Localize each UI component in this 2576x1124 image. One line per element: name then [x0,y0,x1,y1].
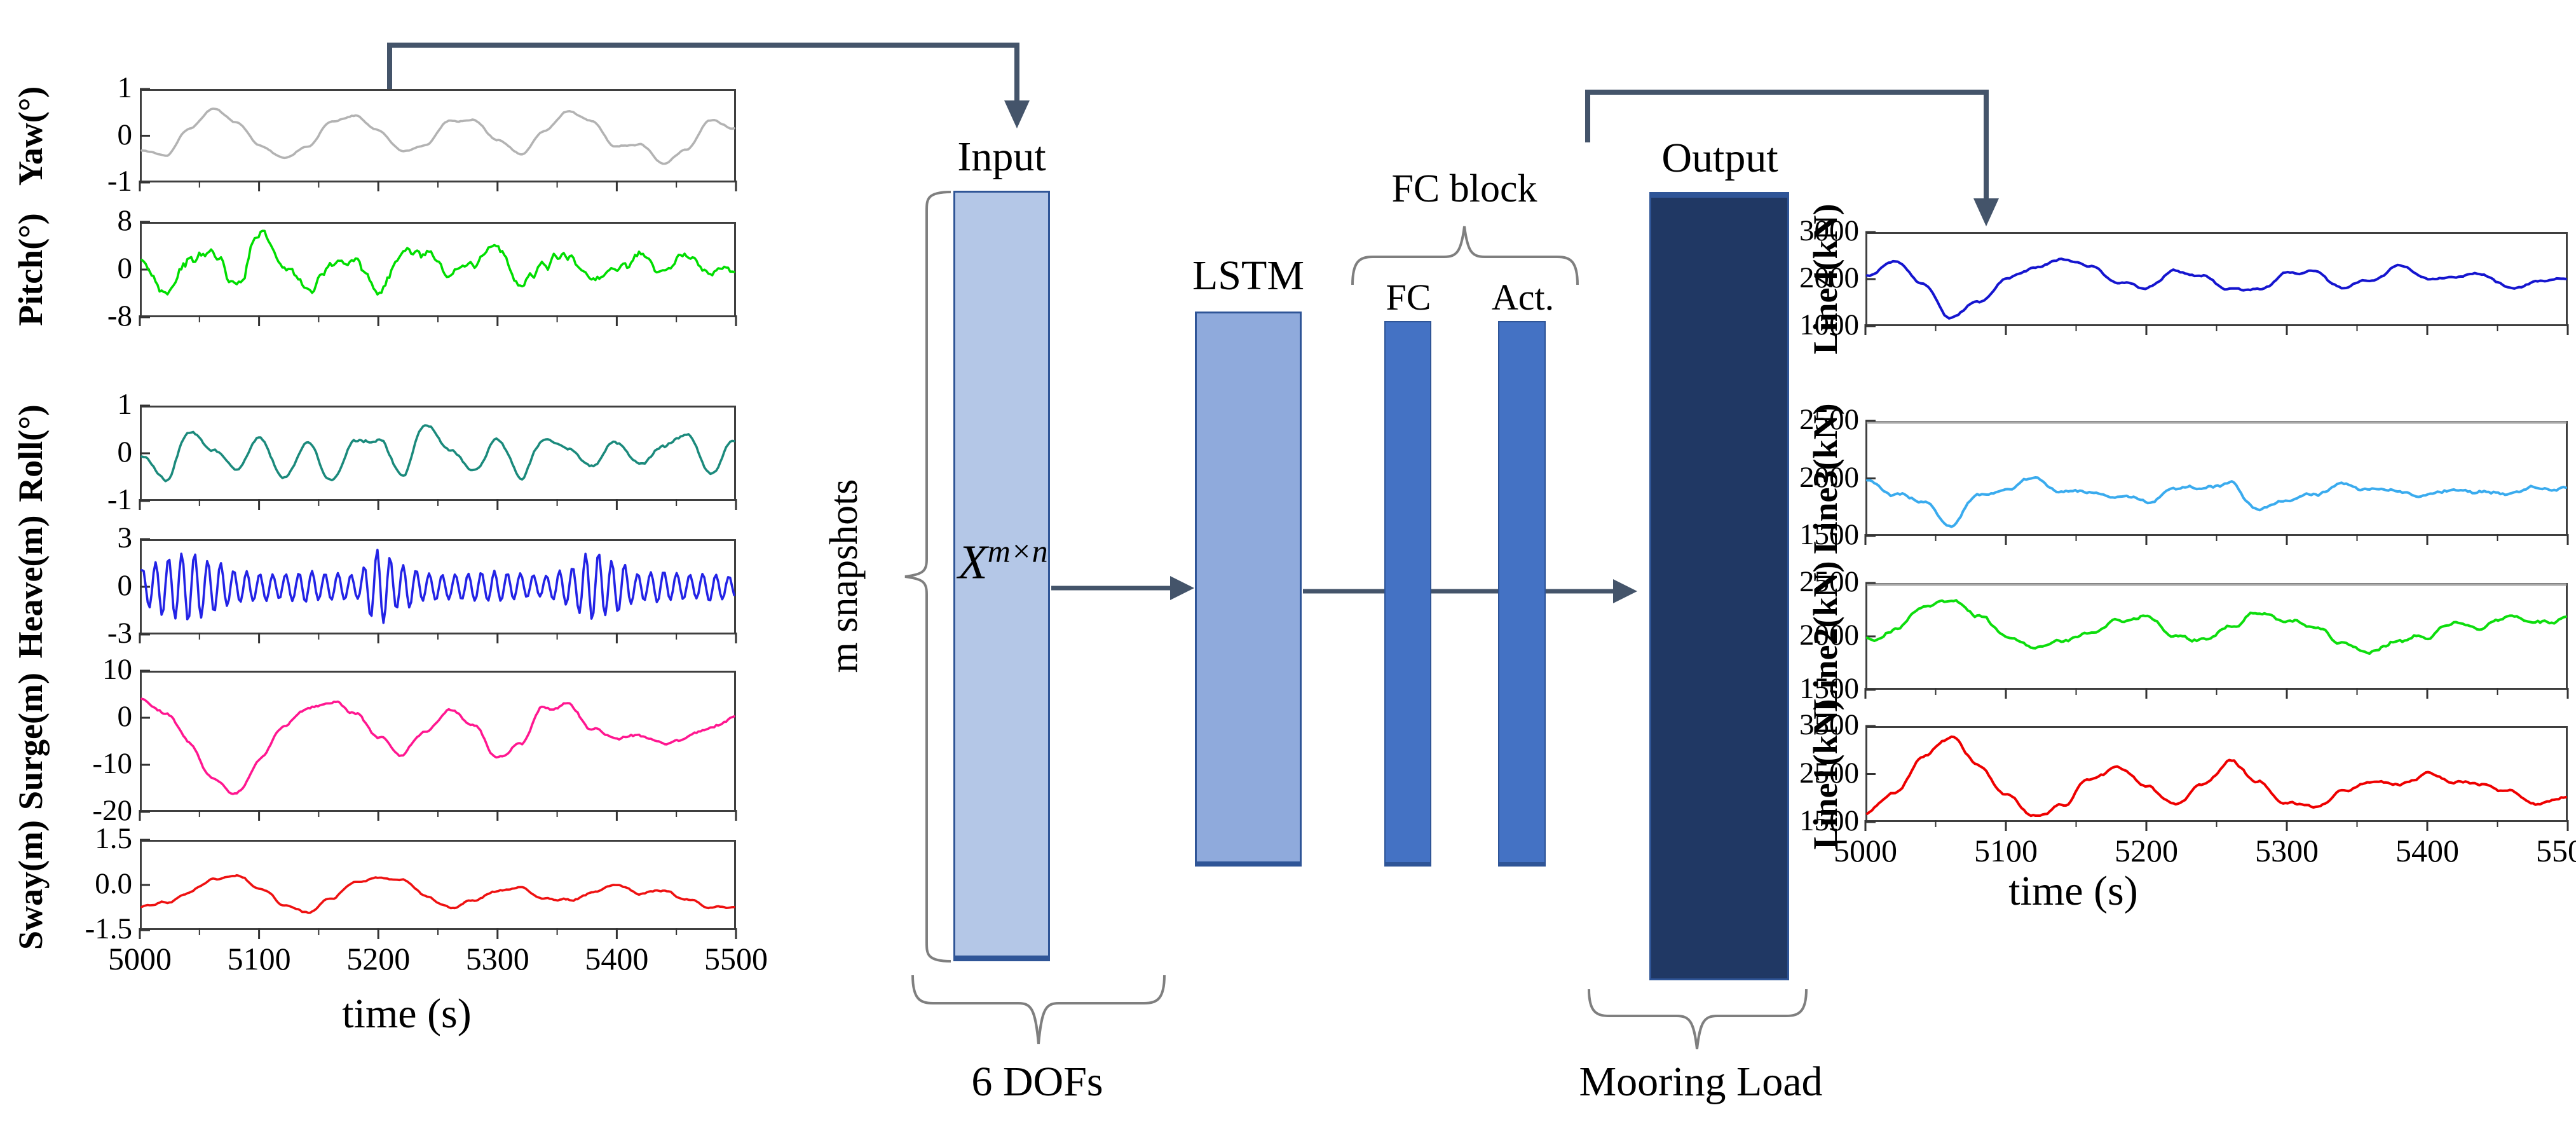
waveform-line1 [1866,735,2567,818]
ytick-label: 3500 [1799,708,1859,741]
arrow-lstm-to-output [1303,579,1637,603]
arrow-output-to-right-plots [1585,90,1999,226]
brace-mooring-load [1588,989,1808,1050]
ytick-label: 0 [117,569,133,602]
waveform-roll [140,424,735,483]
output-block [1649,192,1789,980]
xtick-label: 5000 [1834,833,1897,868]
ytick-label: 0 [117,700,133,733]
ytick-label: 1500 [1799,672,1859,705]
six-dofs-label: 6 DOFs [971,1059,1103,1105]
xtick-label: 5300 [465,941,529,977]
brace-fc-block [1351,226,1579,285]
ytick-label: -1 [107,483,132,516]
plot-border [140,840,736,930]
ytick-label: 1 [117,388,133,421]
ytick-label: 0 [117,252,133,285]
xtick-label: 5400 [2395,833,2459,868]
ytick-label: 2500 [1799,565,1859,598]
ytick-label: 10 [102,653,132,686]
waveform-pitch [140,230,735,296]
waveform-line3 [1866,476,2567,528]
xtick-label: 5100 [1974,833,2038,868]
axis-label-surge: Surge(m) [11,673,50,810]
input-block [953,191,1050,961]
arrow-input-to-lstm [1051,576,1194,600]
x-matrix-base: X [958,535,988,589]
act-bar [1498,321,1546,867]
lstm-block [1195,312,1302,867]
brace-6-dofs [911,975,1166,1045]
plot-area-line1 [1864,725,2569,831]
plot-border [140,222,736,317]
ytick-label: 2000 [1799,261,1859,294]
ytick-label: 1500 [1799,804,1859,837]
ytick-label: 3 [117,521,133,554]
xtick-label: 5000 [108,941,172,977]
waveform-surge [140,697,735,795]
plot-area-sway [139,839,737,939]
fc-bar [1384,321,1431,867]
ytick-label: 0 [117,118,133,151]
xtick-label: 5200 [2115,833,2178,868]
plot-area-line3 [1864,420,2569,545]
ytick-label: 8 [117,204,133,237]
input-label: Input [957,134,1046,180]
time-axis-label-right: time (s) [2008,868,2138,914]
ytick-label: -10 [92,747,132,780]
time-axis-label-left: time (s) [342,990,472,1037]
m-snapshots-label: m snapshots [822,479,866,673]
plot-area-roll [139,404,737,510]
ytick-label: 1.5 [95,822,132,855]
plot-border [140,671,736,812]
fc-block-label: FC block [1391,167,1537,210]
plot-area-heave [139,538,737,643]
act-label: Act. [1491,277,1555,318]
ytick-label: 1500 [1799,518,1859,551]
ytick-label: -3 [107,617,132,650]
ytick-label: 2000 [1799,460,1859,494]
plot-border [1865,232,2568,326]
ytick-label: 0 [117,435,133,469]
waveform-sway [140,874,735,914]
ytick-label: 1000 [1799,308,1859,341]
brace-m-snapshots [904,191,951,963]
plot-border [1865,421,2568,536]
ytick-label: -1.5 [85,912,132,945]
ytick-label: 0.0 [95,867,132,900]
waveform-line2 [1866,599,2567,655]
ytick-label: -1 [107,165,132,198]
plot-area-surge [139,669,737,821]
ytick-label: 2500 [1799,756,1859,790]
xtick-label: 5200 [346,941,411,977]
fc-label: FC [1386,277,1431,318]
plot-area-pitch [139,221,737,326]
ytick-label: 3000 [1799,214,1859,247]
plot-area-line2 [1864,582,2569,699]
plot-area-yaw [139,88,737,191]
plot-border [140,406,736,501]
mooring-load-label: Mooring Load [1579,1059,1823,1105]
plot-area-line4 [1864,231,2569,335]
ytick-label: 1 [117,71,133,104]
x-matrix-label: Xm×n [958,535,1047,586]
xtick-label: 5500 [2536,833,2576,868]
ytick-label: -8 [107,299,132,332]
plot-border [140,89,736,182]
ytick-label: -20 [92,794,132,827]
ytick-label: 2000 [1799,619,1859,652]
lstm-label: LSTM [1192,252,1305,299]
output-label: Output [1661,135,1778,181]
waveform-line4 [1866,257,2567,320]
arrow-left-plots-to-input [387,43,1030,128]
waveform-yaw [140,107,735,165]
xtick-label: 5100 [227,941,291,977]
ytick-label: 2500 [1799,403,1859,436]
xtick-label: 5300 [2255,833,2319,868]
waveform-heave [140,549,735,624]
xtick-label: 5500 [704,941,768,977]
xtick-label: 5400 [585,941,649,977]
x-matrix-sup: m×n [987,533,1048,569]
